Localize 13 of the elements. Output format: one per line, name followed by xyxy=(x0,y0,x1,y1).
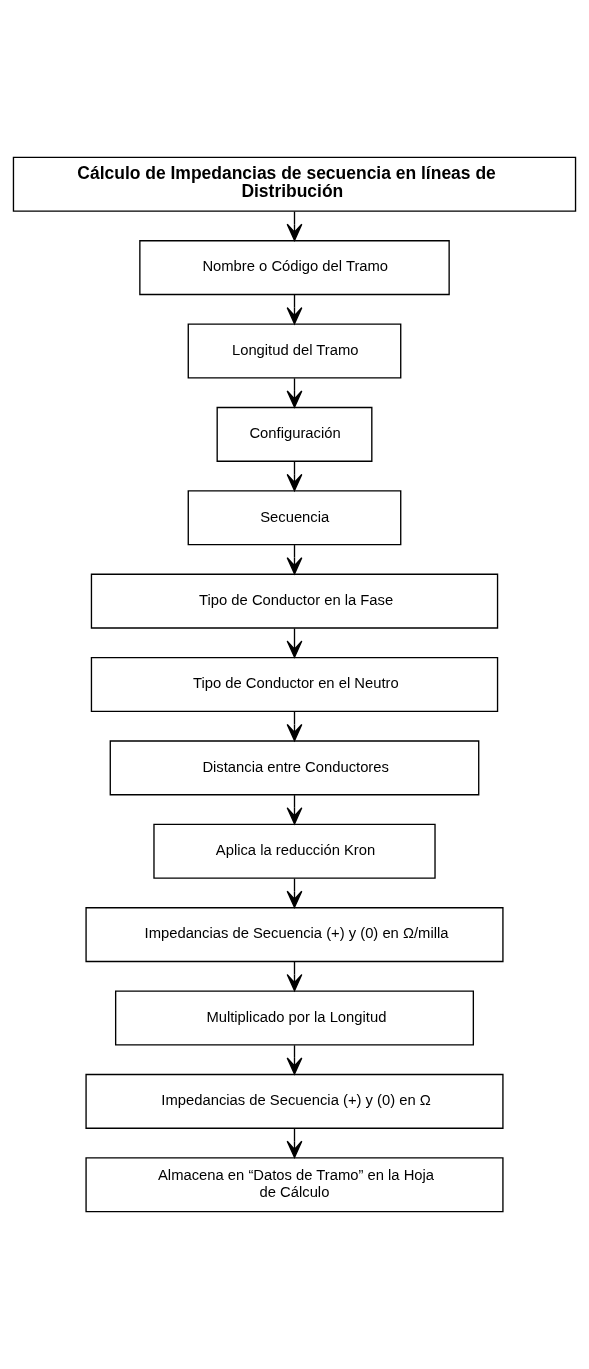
node-box: Tipo de Conductor en el Neutro xyxy=(90,656,499,713)
node-box: Almacena en “Datos de Tramo” en la Hoja de Cálculo xyxy=(85,1157,504,1213)
node-box: Configuración xyxy=(216,406,373,462)
node-box: Cálculo de Impedancias de secuencia en líneas de Distribución xyxy=(12,156,577,212)
node-box: Impedancias de Secuencia (+) y (0) en Ω xyxy=(85,1073,504,1129)
node-box: Secuencia xyxy=(187,490,402,546)
node-box: Aplica la reducción Kron xyxy=(153,823,436,879)
node-box: Impedancias de Secuencia (+) y (0) en Ω/milla xyxy=(85,907,504,963)
node-box: Distancia entre Conductores xyxy=(109,740,480,796)
node-box: Nombre o Código del Tramo xyxy=(139,240,450,296)
node-box: Multiplicado por la Longitud xyxy=(115,990,474,1046)
node-box: Tipo de Conductor en la Fase xyxy=(90,573,499,629)
node-box: Longitud del Tramo xyxy=(187,323,402,379)
